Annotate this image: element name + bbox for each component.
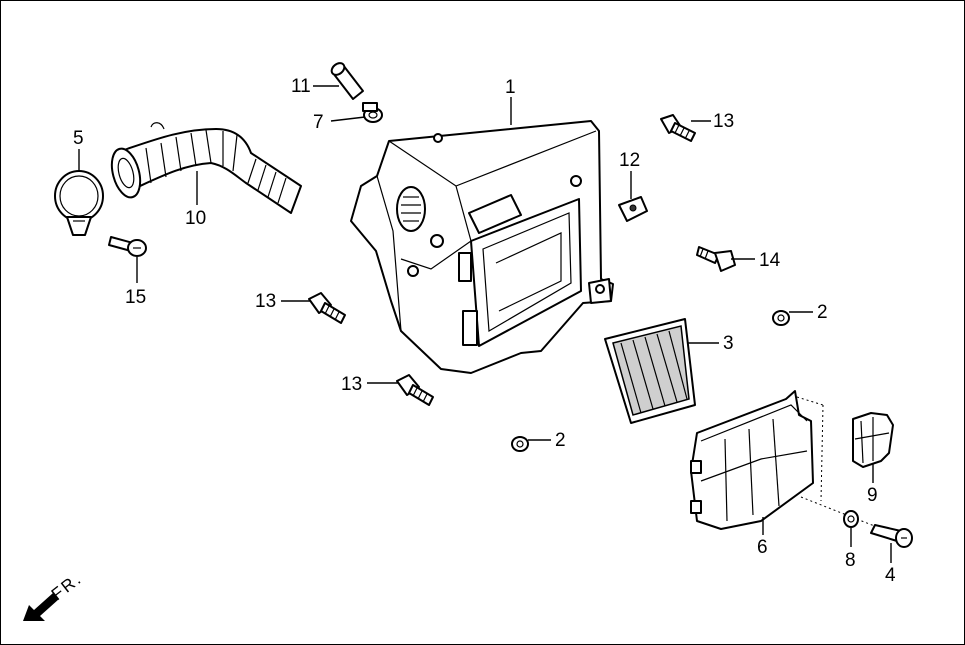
front-direction-arrow: FR. bbox=[23, 569, 86, 621]
bolt-13-bottom bbox=[396, 374, 434, 406]
seal-9 bbox=[852, 412, 894, 468]
label-13-left: 13 bbox=[255, 291, 276, 312]
grommet-2-lower bbox=[511, 436, 529, 452]
screw-15 bbox=[108, 236, 147, 257]
bolt-14 bbox=[696, 246, 736, 272]
label-14: 14 bbox=[759, 250, 781, 271]
label-1: 1 bbox=[505, 77, 516, 98]
label-15: 15 bbox=[125, 287, 146, 308]
label-9: 9 bbox=[867, 485, 878, 506]
label-7: 7 bbox=[313, 112, 324, 133]
intake-duct bbox=[110, 122, 302, 214]
bolt-13-top bbox=[660, 114, 696, 142]
label-13-top: 13 bbox=[713, 111, 734, 132]
air-filter-element bbox=[604, 318, 696, 424]
label-13-bottom: 13 bbox=[341, 374, 362, 395]
label-2-lower: 2 bbox=[555, 430, 566, 451]
tube-clip bbox=[362, 102, 383, 123]
label-8: 8 bbox=[845, 550, 856, 571]
drain-tube bbox=[330, 62, 364, 100]
washer-8 bbox=[843, 510, 859, 528]
label-10: 10 bbox=[185, 208, 206, 229]
leader-7 bbox=[330, 116, 366, 122]
label-5: 5 bbox=[73, 128, 84, 149]
label-11: 11 bbox=[291, 76, 311, 97]
duct-clamp bbox=[54, 170, 104, 236]
label-12: 12 bbox=[619, 150, 640, 171]
label-3: 3 bbox=[723, 333, 734, 354]
air-cleaner-case bbox=[350, 120, 614, 374]
case-cover bbox=[690, 390, 878, 530]
label-2-upper: 2 bbox=[817, 302, 828, 323]
bolt-13-left bbox=[308, 292, 346, 324]
screw-4 bbox=[870, 524, 913, 548]
label-6: 6 bbox=[757, 537, 768, 558]
clip-nut-12 bbox=[618, 196, 648, 222]
grommet-2-upper bbox=[772, 310, 790, 326]
label-4: 4 bbox=[885, 565, 896, 586]
